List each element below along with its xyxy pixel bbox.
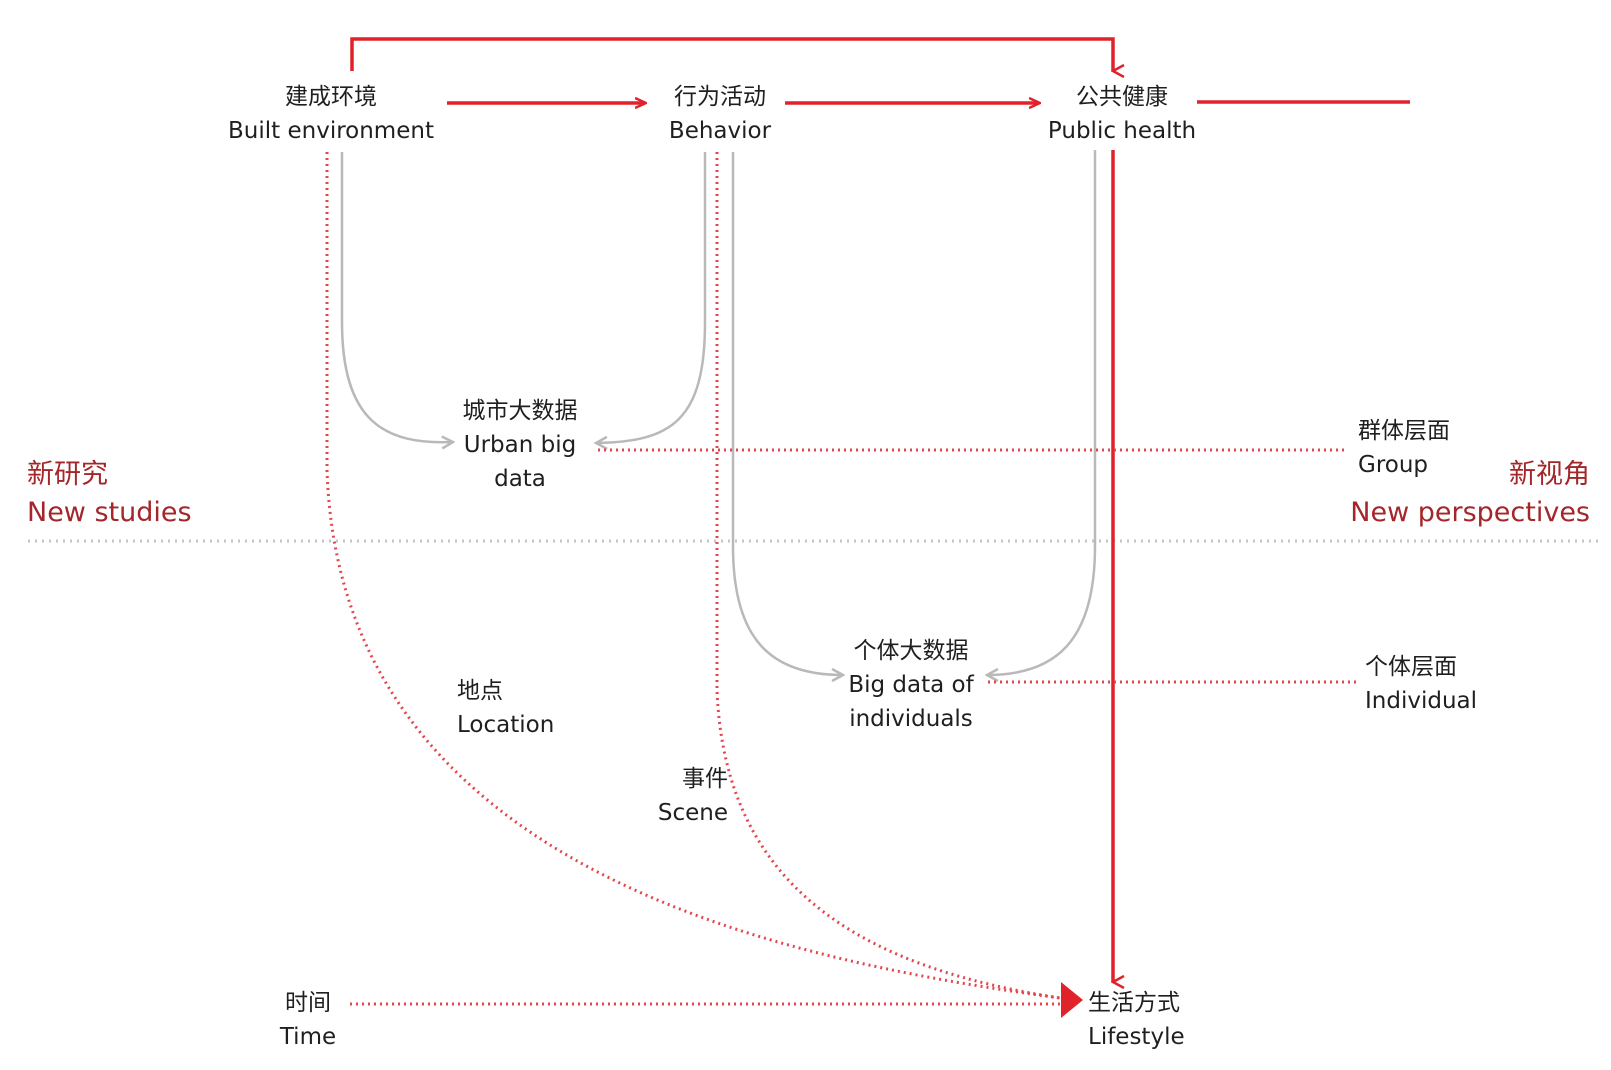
node-urban-big-data: 城市大数据 Urban big data bbox=[450, 394, 590, 496]
lifestyle-en: Lifestyle bbox=[1088, 1024, 1185, 1050]
lifestyle-zh: 生活方式 bbox=[1088, 990, 1180, 1016]
big-data-individuals-en-2: individuals bbox=[849, 706, 973, 732]
curve-behavior-to-urban bbox=[596, 152, 707, 443]
node-big-data-individuals: 个体大数据 Big data of individuals bbox=[838, 634, 984, 736]
location-en: Location bbox=[457, 712, 555, 738]
side-new-perspectives: 新视角 New perspectives bbox=[1340, 456, 1590, 532]
scene-zh: 事件 bbox=[682, 766, 728, 792]
big-data-individuals-zh: 个体大数据 bbox=[853, 638, 969, 664]
time-zh: 时间 bbox=[285, 990, 331, 1016]
built-environment-zh: 建成环境 bbox=[285, 84, 377, 110]
group-en: Group bbox=[1358, 452, 1429, 478]
location-zh: 地点 bbox=[457, 678, 503, 704]
dotted-scene-curve bbox=[715, 152, 1061, 1000]
new-perspectives-zh: 新视角 bbox=[1509, 459, 1590, 490]
urban-big-data-en-2: data bbox=[494, 466, 546, 492]
factor-time: 时间 Time bbox=[270, 986, 346, 1054]
scene-en: Scene bbox=[657, 800, 728, 826]
node-public-health: 公共健康 Public health bbox=[1042, 80, 1202, 148]
level-group: 群体层面 Group bbox=[1358, 414, 1450, 482]
side-new-studies: 新研究 New studies bbox=[27, 456, 192, 532]
curve-behavior-to-individuals bbox=[731, 152, 843, 675]
individual-en: Individual bbox=[1365, 688, 1478, 714]
big-data-individuals-en-1: Big data of bbox=[848, 672, 974, 698]
bracket-arrow-built-to-health bbox=[350, 37, 1113, 71]
individual-zh: 个体层面 bbox=[1365, 654, 1457, 680]
curve-built-to-urban bbox=[340, 152, 453, 442]
factor-location: 地点 Location bbox=[457, 674, 554, 742]
behavior-zh: 行为活动 bbox=[674, 84, 766, 110]
level-individual: 个体层面 Individual bbox=[1365, 650, 1477, 718]
new-studies-en: New studies bbox=[27, 497, 192, 528]
urban-big-data-zh: 城市大数据 bbox=[462, 398, 578, 424]
node-behavior: 行为活动 Behavior bbox=[650, 80, 790, 148]
urban-big-data-en-1: Urban big bbox=[463, 432, 577, 458]
public-health-zh: 公共健康 bbox=[1076, 84, 1168, 110]
behavior-en: Behavior bbox=[668, 118, 772, 144]
factor-scene: 事件 Scene bbox=[650, 762, 728, 830]
public-health-en: Public health bbox=[1047, 118, 1197, 144]
new-studies-zh: 新研究 bbox=[27, 459, 108, 490]
new-perspectives-en: New perspectives bbox=[1350, 497, 1590, 528]
node-lifestyle: 生活方式 Lifestyle bbox=[1088, 986, 1185, 1054]
curve-health-to-individuals bbox=[987, 150, 1097, 675]
time-en: Time bbox=[279, 1024, 337, 1050]
built-environment-en: Built environment bbox=[228, 118, 434, 144]
group-zh: 群体层面 bbox=[1358, 418, 1450, 444]
node-built-environment: 建成环境 Built environment bbox=[226, 80, 436, 148]
dotted-location-curve bbox=[325, 152, 1061, 1000]
lifestyle-arrowhead bbox=[1061, 982, 1083, 1018]
